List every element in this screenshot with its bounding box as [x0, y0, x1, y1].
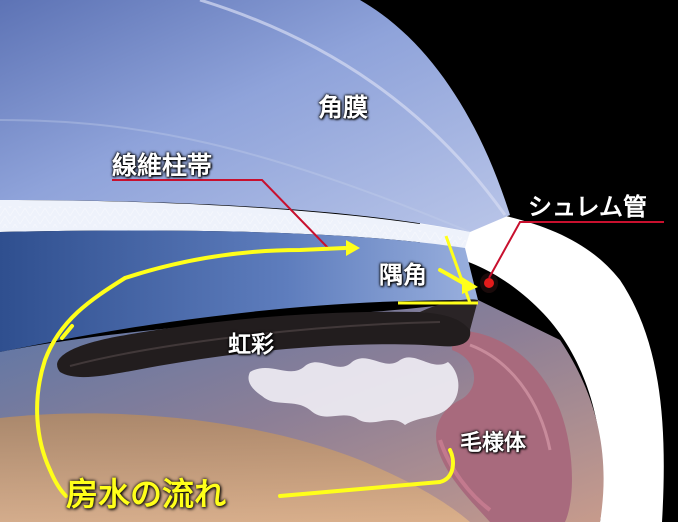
label-schlemm-canal: シュレム管 — [528, 187, 647, 222]
label-angle: 隅角 — [379, 255, 427, 290]
label-aqueous-flow: 房水の流れ — [66, 469, 226, 515]
label-iris: 虹彩 — [228, 325, 274, 359]
label-trabecular-meshwork: 線維柱帯 — [112, 146, 212, 182]
label-cornea: 角膜 — [318, 88, 368, 124]
label-ciliary-body: 毛様体 — [460, 425, 526, 457]
